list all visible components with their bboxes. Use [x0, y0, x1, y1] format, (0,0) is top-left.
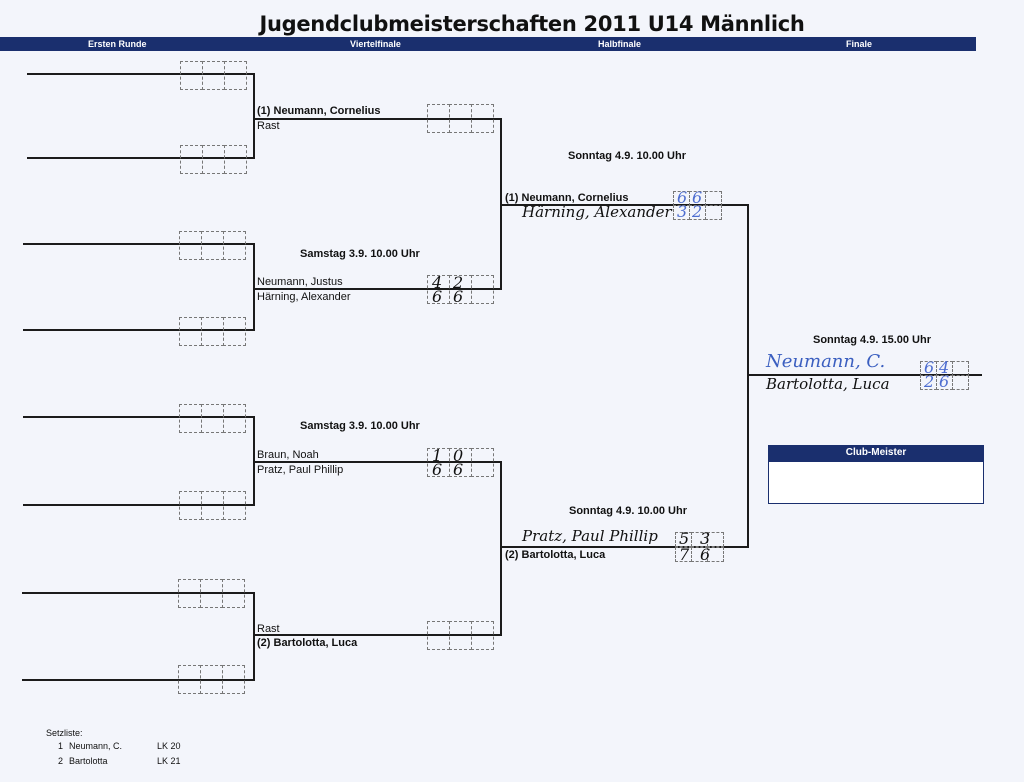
- score-box: [179, 231, 246, 260]
- seed-lk: LK 21: [157, 756, 181, 766]
- final-score-p2-set2: 6: [939, 372, 950, 391]
- qf3-player2: Pratz, Paul Phillip: [257, 464, 344, 476]
- bracket-line: [23, 504, 254, 506]
- qf2-player1: Neumann, Justus: [257, 276, 343, 288]
- sf2-player2: (2) Bartolotta, Luca: [505, 549, 606, 561]
- final-player2: Bartolotta, Luca: [766, 375, 890, 393]
- sf2-schedule: Sonntag 4.9. 10.00 Uhr: [569, 505, 687, 517]
- qf3-schedule: Samstag 3.9. 10.00 Uhr: [300, 420, 420, 432]
- sf1-player2: Härning, Alexander: [522, 203, 672, 221]
- qf3-score-p1-set1: 1: [432, 446, 443, 465]
- score-box: [675, 547, 724, 562]
- score-box: [178, 579, 245, 608]
- score-box: [179, 317, 246, 346]
- club-meister-header: Club-Meister: [768, 445, 984, 461]
- score-box: [675, 532, 724, 547]
- score-box: [920, 375, 969, 390]
- bracket-line: [254, 461, 501, 463]
- bracket-line: [501, 204, 748, 206]
- final-score-p2-set1: 2: [924, 372, 935, 391]
- round-label-3: Halbfinale: [598, 39, 642, 49]
- seed-lk: LK 20: [157, 741, 181, 751]
- sf2-score-p2-set2: 6: [700, 545, 711, 564]
- final-schedule: Sonntag 4.9. 15.00 Uhr: [813, 334, 931, 346]
- score-box: [180, 145, 247, 174]
- bracket-line: [748, 374, 982, 376]
- score-box: [673, 205, 722, 220]
- qf3-score-p1-set2: 0: [453, 446, 464, 465]
- page-title: Jugendclubmeisterschaften 2011 U14 Männl…: [259, 12, 805, 36]
- qf4-player2: (2) Bartolotta, Luca: [257, 637, 358, 649]
- qf1-player1: (1) Neumann, Cornelius: [257, 105, 381, 117]
- qf3-score-p2-set1: 6: [432, 460, 443, 479]
- seed-rank: 1: [58, 741, 64, 751]
- qf2-schedule: Samstag 3.9. 10.00 Uhr: [300, 248, 420, 260]
- bracket-line: [22, 679, 254, 681]
- score-box: [427, 621, 494, 650]
- bracket-line: [747, 204, 749, 548]
- qf2-score-p2-set1: 6: [432, 287, 443, 306]
- bracket-line: [254, 634, 501, 636]
- seed-name: Neumann, C.: [69, 741, 123, 751]
- sf2-player1: Pratz, Paul Phillip: [522, 527, 658, 545]
- sf1-player1: (1) Neumann, Cornelius: [505, 192, 629, 204]
- bracket-line: [254, 118, 501, 120]
- sf1-score-p1-set1: 6: [677, 188, 688, 207]
- bracket-line: [501, 546, 748, 548]
- qf3-player1: Braun, Noah: [257, 449, 319, 461]
- sf1-score-p2-set2: 2: [692, 202, 703, 221]
- bracket-line: [253, 73, 255, 159]
- bracket-line: [253, 243, 255, 331]
- round-label-1: Ersten Runde: [88, 39, 147, 49]
- score-box: [180, 61, 247, 90]
- qf2-score-p2-set2: 6: [453, 287, 464, 306]
- bracket-line: [23, 416, 254, 418]
- final-score-p1-set1: 6: [924, 358, 935, 377]
- final-score-p1-set2: 4: [939, 358, 950, 377]
- sf1-schedule: Sonntag 4.9. 10.00 Uhr: [568, 150, 686, 162]
- qf2-score-p1-set1: 4: [432, 273, 443, 292]
- score-box: [427, 104, 494, 133]
- sf1-score-p1-set2: 6: [692, 188, 703, 207]
- round-label-2: Viertelfinale: [350, 39, 401, 49]
- bracket-line: [22, 592, 254, 594]
- bracket-line: [23, 243, 254, 245]
- sf1-score-p2-set1: 3: [677, 202, 688, 221]
- bracket-line: [27, 157, 254, 159]
- score-box: [179, 491, 246, 520]
- qf2-score-p1-set2: 2: [453, 273, 464, 292]
- qf2-player2: Härning, Alexander: [257, 291, 351, 303]
- score-box: [178, 665, 245, 694]
- final-player1: Neumann, C.: [766, 351, 886, 372]
- club-meister-box: [768, 461, 984, 504]
- score-box: [427, 275, 494, 304]
- round-header-bar: Ersten Runde Viertelfinale Halbfinale Fi…: [0, 37, 976, 51]
- score-box: [179, 404, 246, 433]
- seed-name: Bartolotta: [69, 756, 108, 766]
- sf2-score-p1-set1: 5: [679, 529, 690, 548]
- qf3-score-p2-set2: 6: [453, 460, 464, 479]
- seed-list-label: Setzliste:: [46, 728, 83, 738]
- bracket-line: [23, 329, 254, 331]
- bracket-line: [27, 73, 254, 75]
- sf2-score-p1-set2: 3: [700, 529, 711, 548]
- qf1-player2: Rast: [257, 120, 280, 132]
- qf4-player1: Rast: [257, 623, 280, 635]
- bracket-line: [254, 288, 501, 290]
- seed-rank: 2: [58, 756, 64, 766]
- sf2-score-p2-set1: 7: [679, 545, 690, 564]
- bracket-line: [253, 592, 255, 681]
- score-box: [427, 448, 494, 477]
- round-label-4: Finale: [846, 39, 873, 49]
- bracket-line: [500, 461, 502, 636]
